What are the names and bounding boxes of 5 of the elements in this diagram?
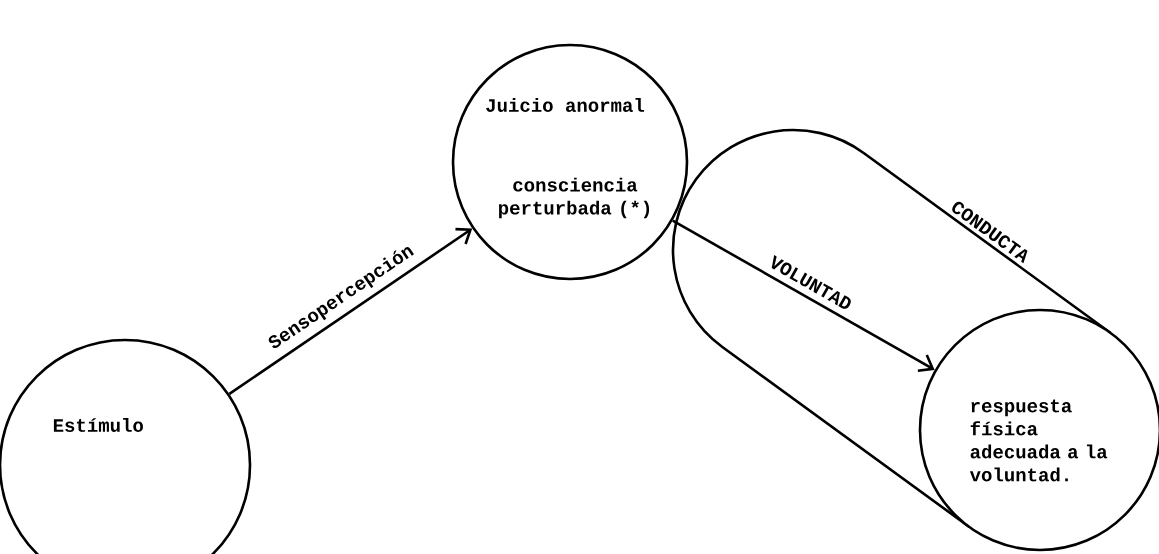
node-label: respuesta física adecuada a la voluntad.	[969, 399, 1108, 482]
arrow	[672, 219, 935, 372]
circle-node: Juicio anormal consciencia perturbada (*)	[451, 43, 689, 281]
arrow	[228, 227, 473, 395]
circle-node: respuesta física adecuada a la voluntad.	[918, 308, 1159, 552]
